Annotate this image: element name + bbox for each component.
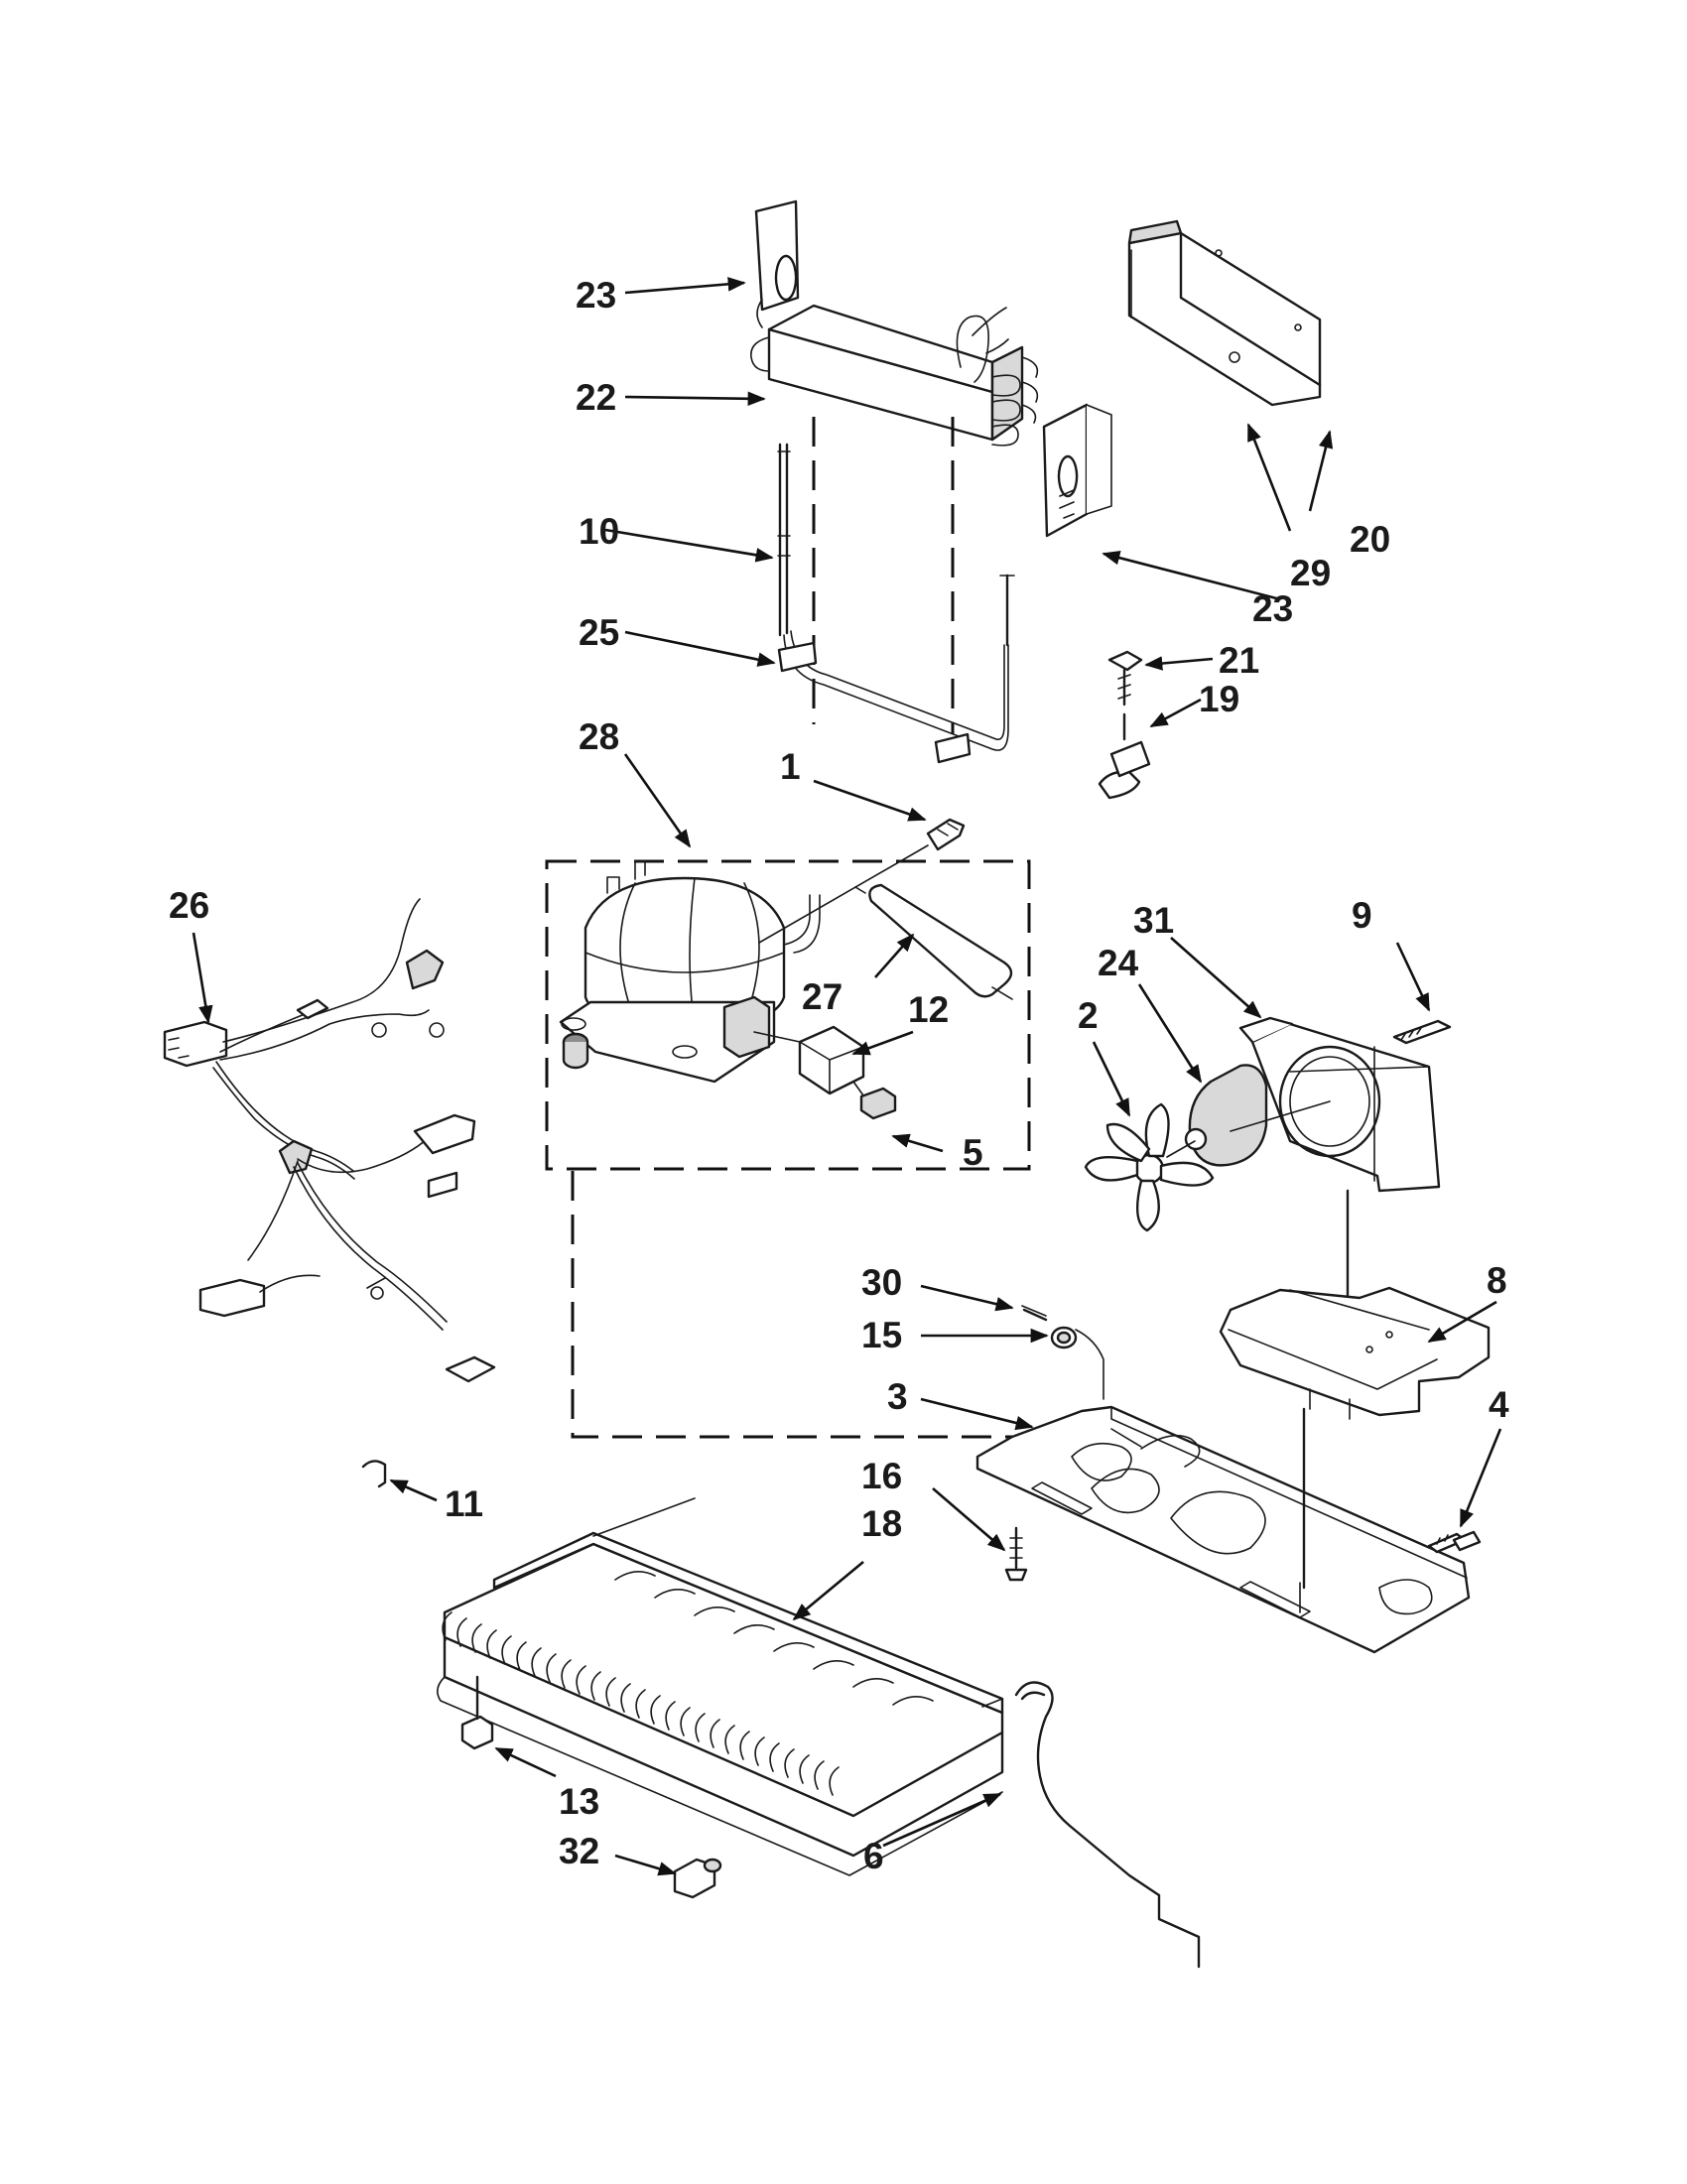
duct-cover	[1127, 219, 1322, 407]
condenser-tube-rod	[1014, 1681, 1201, 1969]
label-6: 6	[863, 1836, 884, 1876]
label-8: 8	[1487, 1260, 1507, 1301]
label-23-right: 23	[1252, 588, 1293, 629]
label-18: 18	[861, 1503, 902, 1544]
label-10: 10	[579, 511, 619, 552]
fitting	[1021, 1305, 1048, 1322]
condenser-coil	[437, 1497, 1004, 1876]
screw	[1004, 1526, 1028, 1582]
label-29: 29	[1290, 553, 1331, 593]
label-1: 1	[780, 746, 801, 787]
label-22: 22	[576, 377, 616, 418]
label-15: 15	[861, 1315, 902, 1355]
label-21: 21	[1219, 640, 1259, 681]
label-27: 27	[802, 976, 843, 1017]
wiring-harness	[163, 898, 496, 1383]
leveling-screw	[1427, 1530, 1482, 1554]
callout-labels: 23 22 10 25 23 29 20 21 19 28 1 26 31 9 …	[169, 275, 1509, 1876]
relay-and-overload	[753, 1025, 897, 1120]
fan-motor	[1166, 1064, 1268, 1167]
label-11: 11	[445, 1483, 483, 1524]
label-26: 26	[169, 885, 209, 926]
label-4: 4	[1489, 1384, 1509, 1425]
label-31: 31	[1133, 900, 1174, 941]
wire-clip	[361, 1460, 387, 1488]
base-plate	[975, 1405, 1471, 1654]
fan-blade	[1084, 1102, 1215, 1232]
leader-arrows	[192, 277, 1502, 1876]
label-20: 20	[1350, 519, 1390, 560]
label-24: 24	[1098, 943, 1139, 983]
compressor-assembly	[559, 844, 929, 1084]
bolt	[926, 818, 966, 851]
label-30: 30	[861, 1262, 902, 1303]
plug	[673, 1858, 722, 1899]
label-2: 2	[1078, 995, 1099, 1036]
label-12: 12	[908, 989, 949, 1030]
label-16: 16	[861, 1456, 902, 1496]
label-25: 25	[579, 612, 619, 653]
fan-stand	[1219, 1286, 1491, 1420]
coil-clip	[460, 1675, 494, 1750]
fan-shroud	[1230, 1016, 1441, 1193]
label-19: 19	[1199, 679, 1239, 719]
label-13: 13	[559, 1781, 599, 1822]
filter-drier	[854, 883, 1013, 1000]
label-23-top: 23	[576, 275, 616, 316]
condenser-assembly	[750, 199, 1112, 538]
label-9: 9	[1352, 895, 1372, 936]
screw-and-clip	[1098, 650, 1151, 800]
drain-tube-assembly	[777, 443, 1015, 764]
label-5: 5	[963, 1132, 983, 1173]
label-32: 32	[559, 1831, 599, 1871]
grommet	[1050, 1326, 1104, 1400]
label-3: 3	[887, 1376, 908, 1417]
label-28: 28	[579, 716, 619, 757]
fan-shroud-screw	[1392, 1019, 1452, 1045]
